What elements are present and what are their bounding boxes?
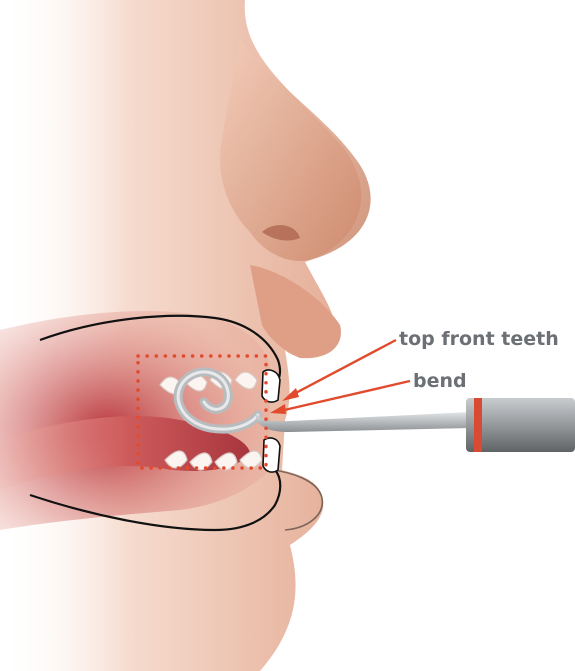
bend-label: bend — [413, 372, 467, 391]
top-front-teeth-label: top front teeth — [399, 330, 559, 349]
tool-red-band — [474, 398, 482, 452]
